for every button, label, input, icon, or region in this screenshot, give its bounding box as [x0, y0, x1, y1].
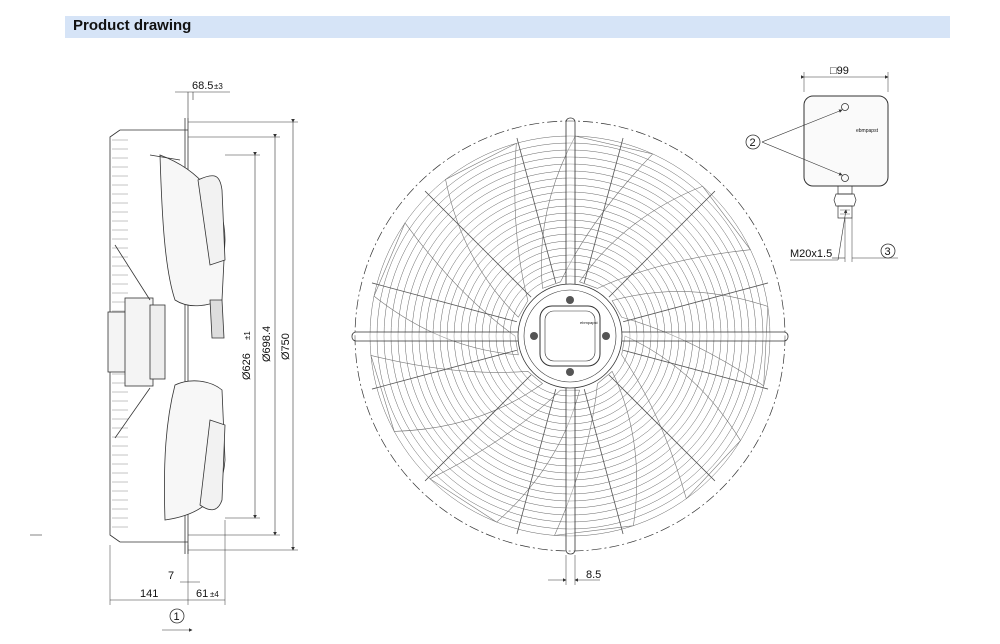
fan-blade [611, 291, 769, 387]
grille-ring [397, 163, 743, 509]
side-view-labels: 68.5 ±3 Ø626 ±1 Ø698.4 Ø750 7 141 61 ±4 … [140, 80, 292, 624]
terminal-box [761, 72, 898, 262]
callout-1-circle [169, 608, 185, 624]
grille-spoke [424, 190, 532, 298]
dim-61: 61 [196, 588, 208, 600]
fan-blade [429, 389, 580, 523]
grille-spoke [424, 374, 532, 482]
grille-spoke [516, 389, 557, 535]
callout-1: 1 [174, 611, 180, 623]
grille-spoke [623, 282, 769, 323]
fan-blade [370, 354, 543, 432]
grille-ring [383, 149, 757, 523]
grille-ring [467, 233, 673, 439]
dim-698-4: Ø698.4 [261, 326, 273, 362]
grille-ring [390, 156, 750, 516]
dim-8-5: 8.5 [586, 569, 601, 581]
fan-blade [445, 142, 529, 318]
grille-spoke [371, 282, 517, 323]
callout-2: 2 [750, 137, 756, 149]
grille-spoke [371, 349, 517, 390]
section-title: Product drawing [73, 17, 192, 34]
dim-7: 7 [168, 570, 174, 582]
fan-blade [554, 370, 637, 536]
dim-626: Ø626 [241, 353, 253, 380]
dim-626-tol: ±1 [243, 331, 252, 340]
grille-ring [411, 177, 729, 495]
dim-61-tol: ±4 [210, 590, 219, 599]
dim-750: Ø750 [280, 333, 292, 360]
dim-68-5: 68.5 [192, 80, 213, 92]
hub-brand: ebmpapst [580, 320, 598, 325]
grille-ring [474, 240, 666, 432]
box-brand: ebmpapst [856, 128, 879, 134]
callout-3: 3 [885, 246, 891, 258]
cable-gland-label: M20x1.5 [790, 248, 832, 260]
section-header: Product drawing [65, 16, 950, 38]
grille-spoke [623, 349, 769, 390]
grille-ring [488, 254, 652, 418]
front-view [351, 117, 789, 585]
grille-spoke [608, 190, 716, 298]
dim-68-5-tol: ±3 [214, 82, 223, 91]
grille-ring [418, 184, 722, 488]
grille-ring [502, 268, 638, 404]
grille-ring [453, 219, 687, 453]
dim-99: □99 [830, 65, 849, 77]
grille-ring [481, 247, 659, 425]
grille-spoke [608, 374, 716, 482]
grille-spoke [583, 389, 624, 535]
callout-2-circle [745, 134, 761, 150]
fan-blade [621, 335, 741, 500]
grille-spoke [583, 137, 624, 283]
grille-ring [495, 261, 645, 411]
grille-ring [432, 198, 708, 474]
dim-141: 141 [140, 588, 158, 600]
grille-ring [460, 226, 680, 446]
grille-ring [509, 275, 631, 397]
fan-blade [579, 185, 751, 289]
grille-ring [369, 135, 771, 537]
fan-blade [373, 222, 519, 356]
callout-3-circle [880, 243, 896, 259]
grille-ring [376, 142, 764, 530]
grille-ring [425, 191, 715, 481]
fan-blade [540, 135, 654, 289]
side-view [30, 91, 298, 632]
grille-ring [446, 212, 694, 460]
grille-ring [404, 170, 736, 502]
grille-spoke [516, 137, 557, 283]
